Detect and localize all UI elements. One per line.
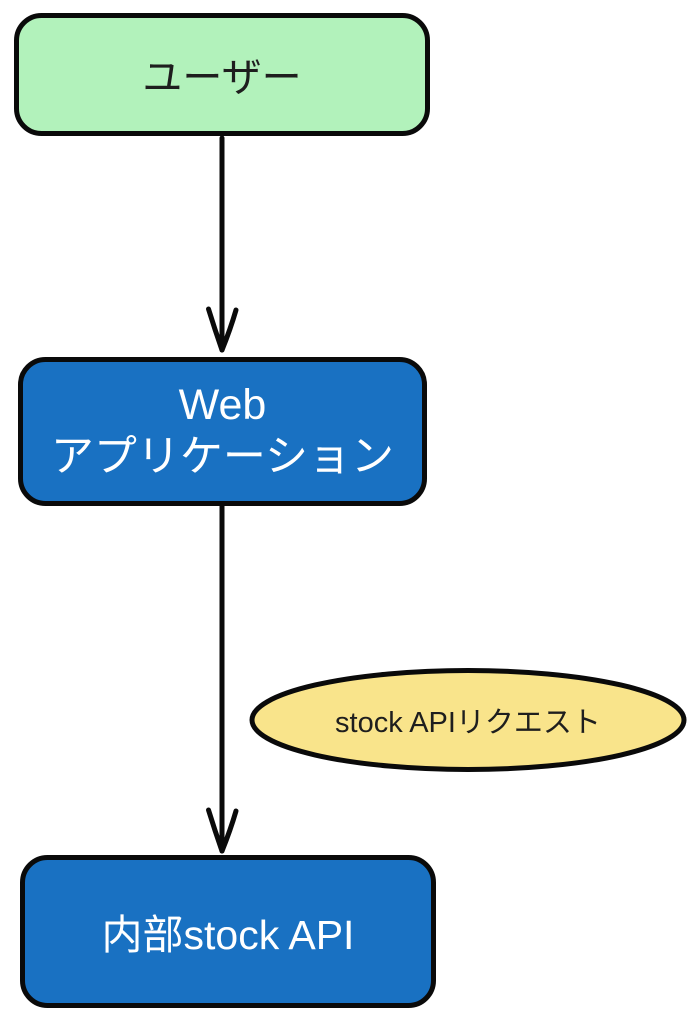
edge-webapp-to-api <box>206 503 239 854</box>
node-user-shape <box>14 13 430 136</box>
arrowhead-down-icon <box>206 306 239 353</box>
arrowhead-down-icon <box>206 807 239 854</box>
edge-label-ellipse-shape <box>249 668 687 772</box>
node-internal-api-shape <box>20 855 436 1008</box>
node-webapp-shape <box>18 357 427 506</box>
edge-user-to-webapp <box>206 135 239 353</box>
